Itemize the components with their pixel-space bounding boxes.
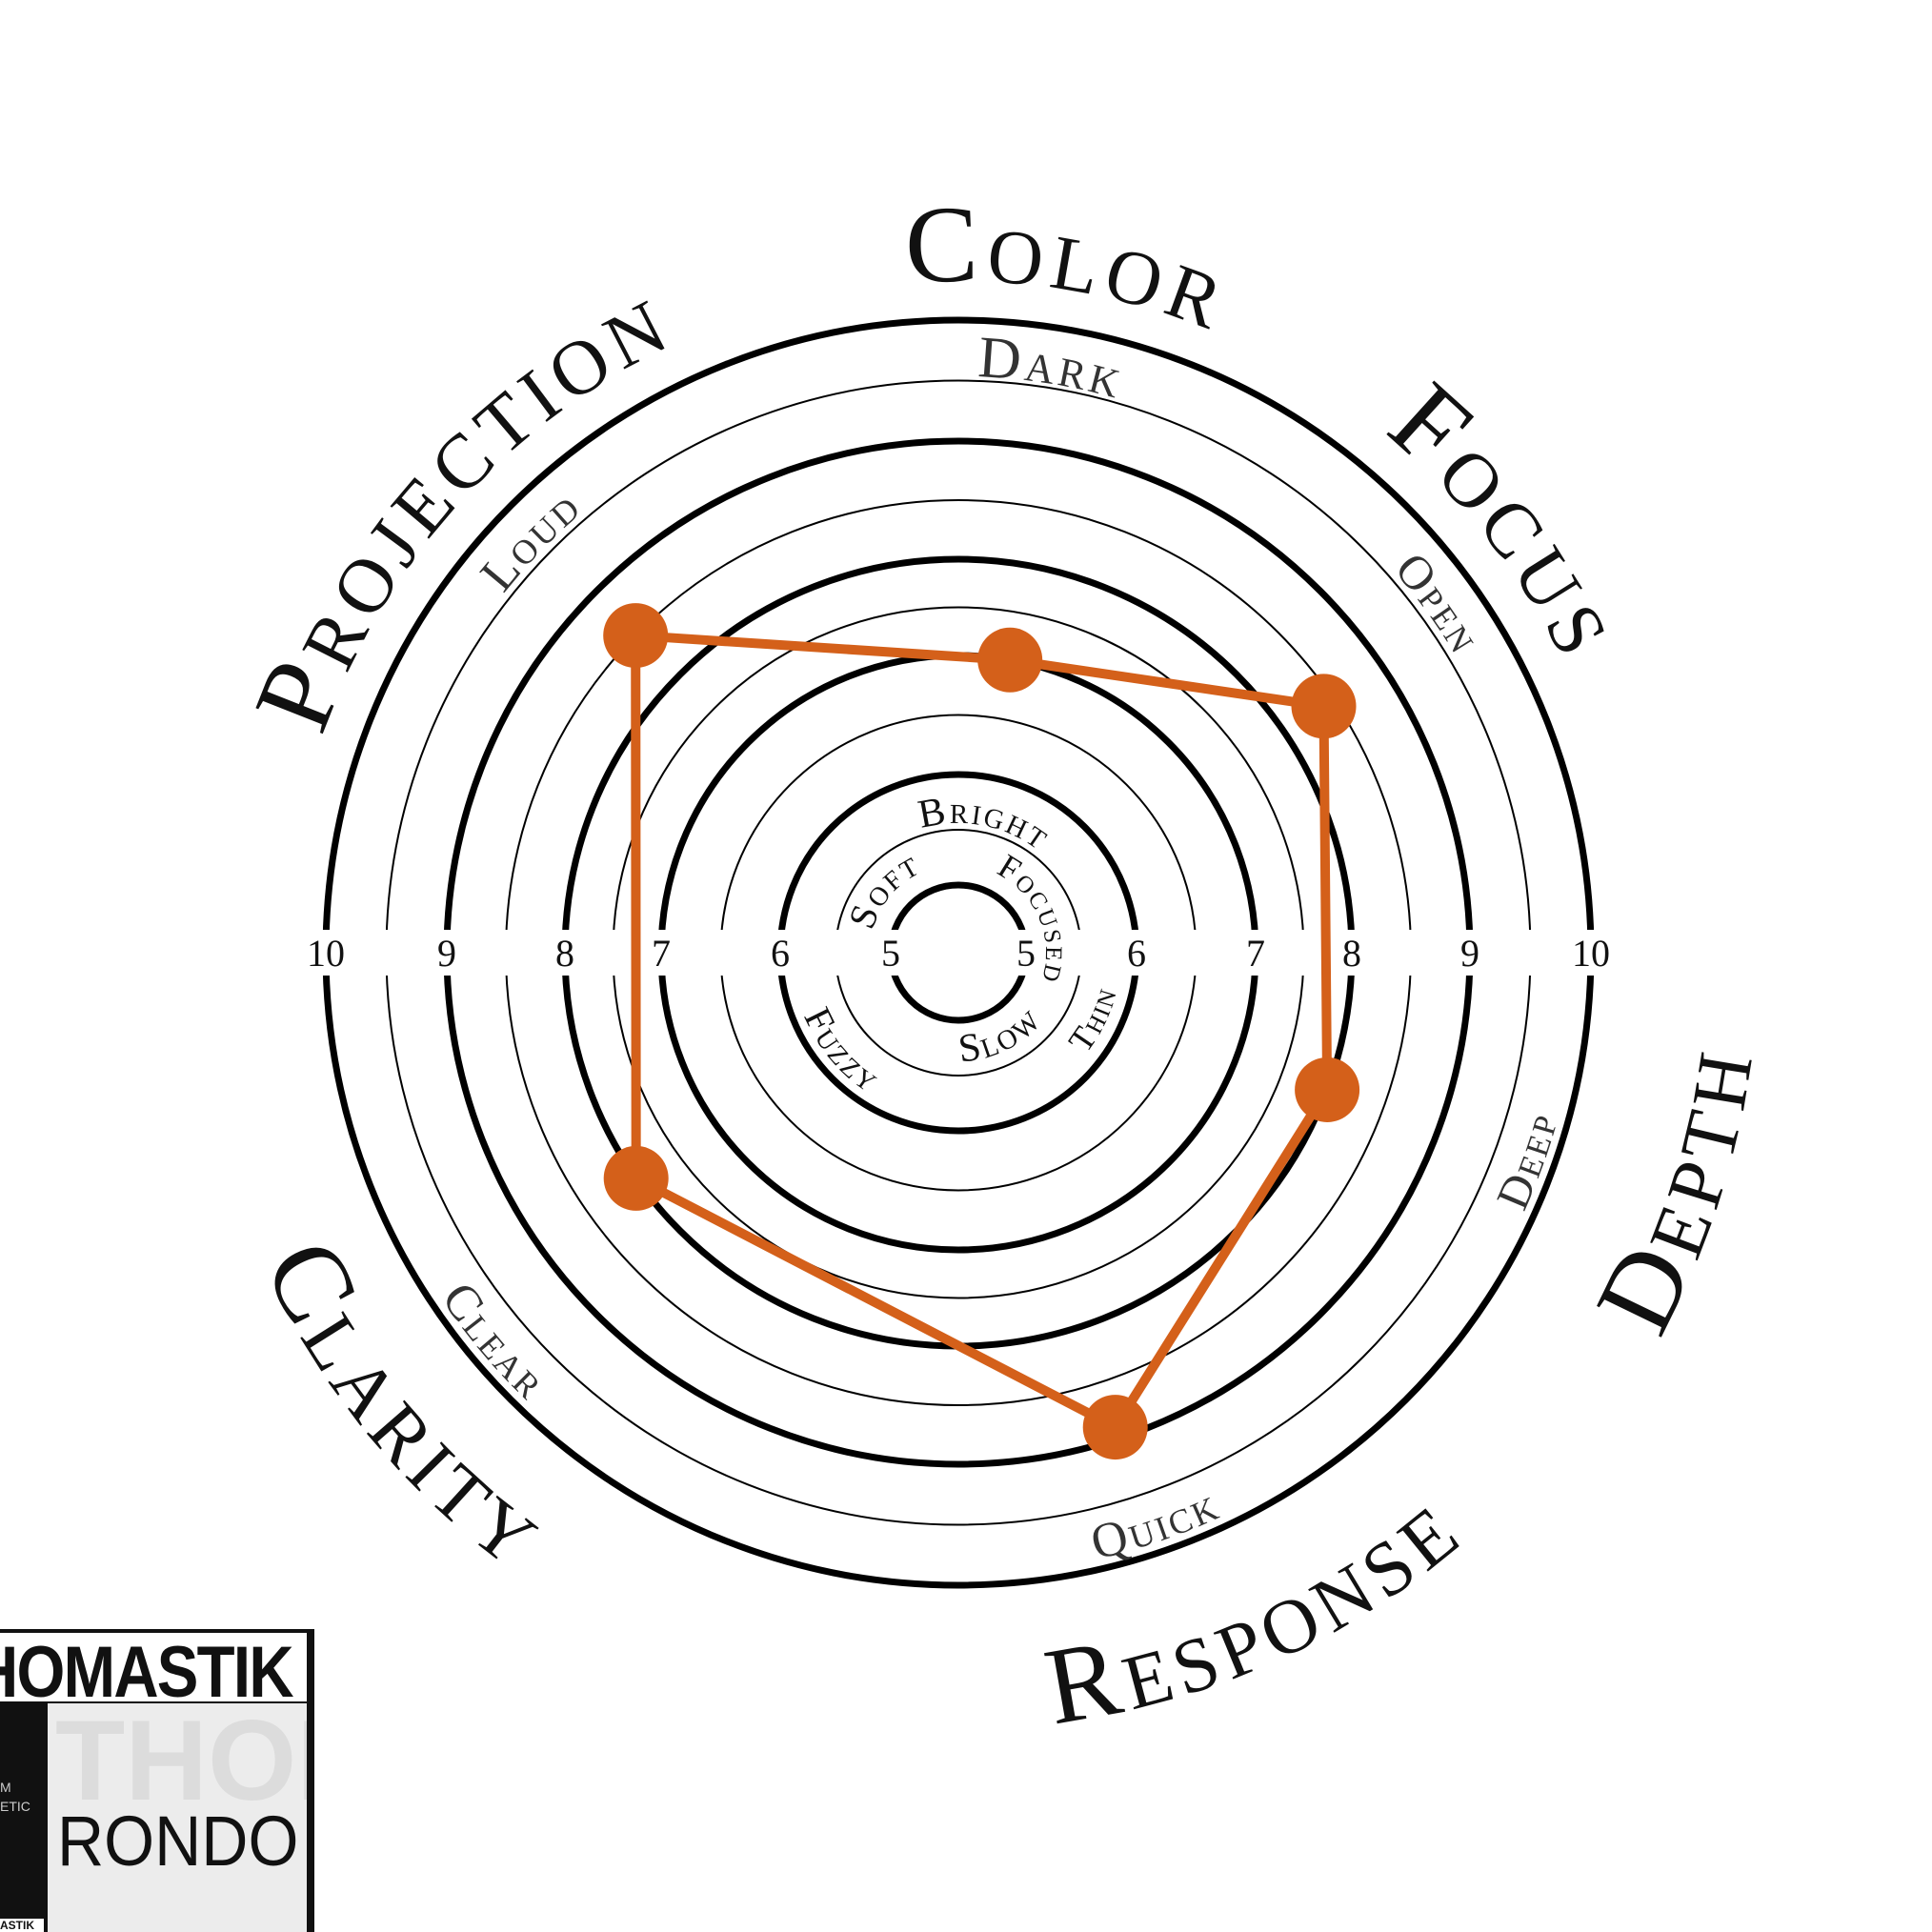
data-point-clarity [603,1145,669,1211]
logo-product-name: RONDO [57,1801,299,1881]
logo-watermark: THON [55,1703,307,1824]
pole-low-label-color: Bright [915,789,1059,859]
tick-label: 10 [307,932,345,975]
tick-label: 8 [1342,932,1361,975]
pole-low-label-projection: Soft [839,841,926,934]
tick-label: 5 [881,932,900,975]
tick-label: 9 [437,932,456,975]
tick-label: 9 [1460,932,1479,975]
tick-label: 10 [1572,932,1610,975]
axis-label-depth: Depth [1573,1036,1777,1350]
data-point-focus [1291,674,1357,739]
logo-side-text-1: M [0,1780,11,1795]
axis-label-focus: Focus [1368,359,1653,676]
axis-label-focus-text: Focus [1368,359,1646,676]
tick-label: 8 [555,932,574,975]
data-point-color [977,627,1043,693]
pole-low-label-depth-text: Thin [1061,981,1122,1058]
tick-gap [292,930,1625,976]
pole-low-label-projection-text: Soft [839,841,924,934]
pole-low-label-depth: Thin [1061,981,1125,1058]
logo-footer-text: ASTIK [0,1919,44,1932]
tick-label: 7 [1246,932,1265,975]
tick-label: 6 [1127,932,1146,975]
logo-side-text-2: ETIC [0,1799,30,1814]
data-point-response [1082,1395,1148,1460]
axis-label-depth-text: Depth [1573,1036,1770,1350]
pole-low-label-response-text: Slow [956,996,1047,1071]
pole-low-label-color-text: Bright [915,789,1057,859]
data-point-depth [1295,1057,1360,1122]
data-point-projection [603,603,669,669]
logo-panel: THON RONDO [48,1703,307,1932]
tick-label: 5 [1016,932,1036,975]
thomastik-rondo-logo: HOMASTIK M ETIC THON RONDO ASTIK [0,1629,314,1932]
tick-label: 6 [771,932,790,975]
tick-label: 7 [652,932,671,975]
logo-brand-band: HOMASTIK [0,1633,307,1701]
logo-brand-text: HOMASTIK [0,1633,294,1702]
pole-low-label-response: Slow [956,996,1050,1071]
